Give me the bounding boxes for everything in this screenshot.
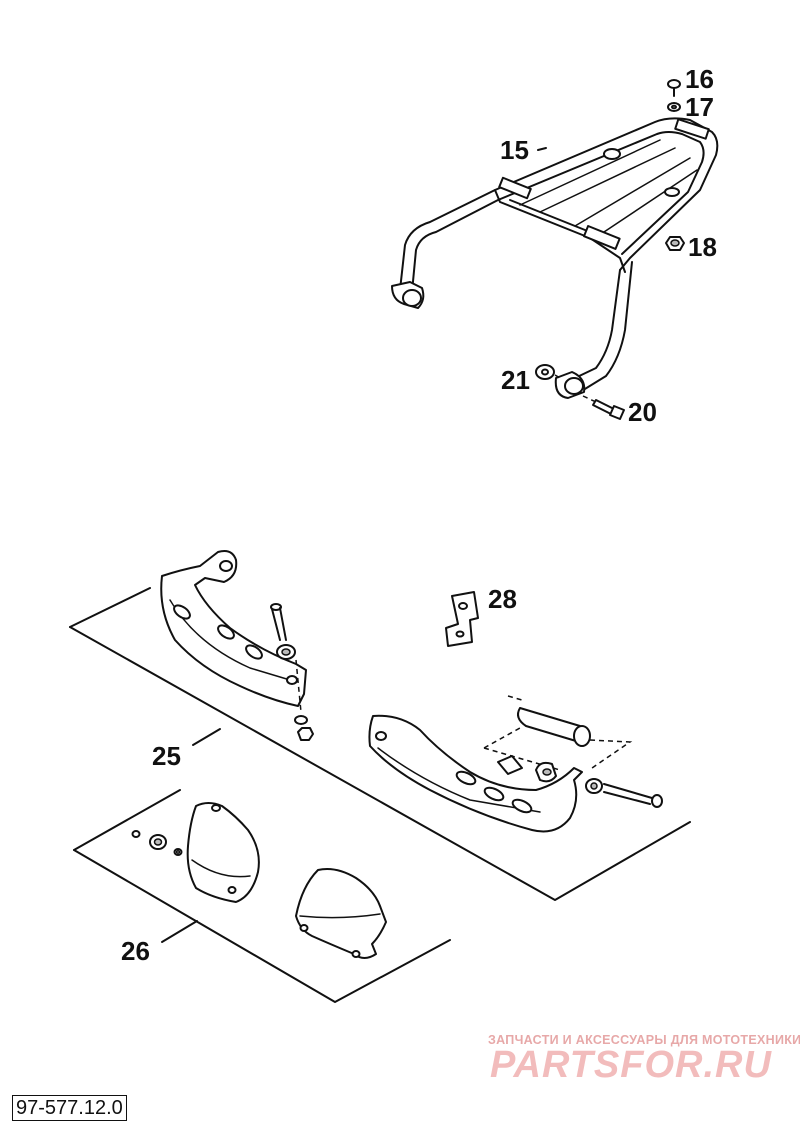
washer-21-icon: [535, 364, 555, 380]
spoiler-hardware-icon: [131, 830, 183, 856]
right-spoiler: [295, 868, 387, 959]
handlebar-stub: [483, 695, 633, 783]
right-handguard-bolt-icon: [585, 778, 663, 808]
nut-18-icon: [665, 236, 685, 251]
spoiler-kit-outline: [73, 789, 451, 1003]
leader-15-tick: [537, 147, 547, 151]
callout-15: 15: [500, 135, 529, 165]
left-handguard: [160, 550, 307, 707]
callout-16: 16: [685, 64, 714, 94]
rear-carrier-rack: [391, 117, 719, 399]
bolt-20-icon: [582, 395, 625, 420]
callout-25: 25: [152, 741, 181, 771]
callout-26: 26: [121, 936, 150, 966]
right-handguard: [368, 714, 583, 833]
handguard-kit-outline: [69, 587, 691, 901]
leader-25: [192, 728, 221, 746]
callout-20: 20: [628, 397, 657, 427]
callout-18: 18: [688, 232, 717, 262]
watermark-tagline: ЗАПЧАСТИ И АКСЕССУАРЫ ДЛЯ МОТОТЕХНИКИ: [488, 1033, 800, 1047]
left-spoiler: [186, 802, 260, 903]
callout-21: 21: [501, 365, 530, 395]
bracket-28: [445, 591, 479, 647]
callout-17: 17: [685, 92, 714, 122]
washer-17-icon: [667, 102, 681, 112]
screw-16-icon: [667, 79, 681, 97]
left-handguard-bolt-icon: [270, 603, 314, 741]
callout-28: 28: [488, 584, 517, 614]
diagram-reference-code: 97-577.12.0: [12, 1095, 127, 1121]
watermark-logo: PARTSFOR.RU: [490, 1044, 772, 1086]
leader-26: [161, 920, 198, 943]
